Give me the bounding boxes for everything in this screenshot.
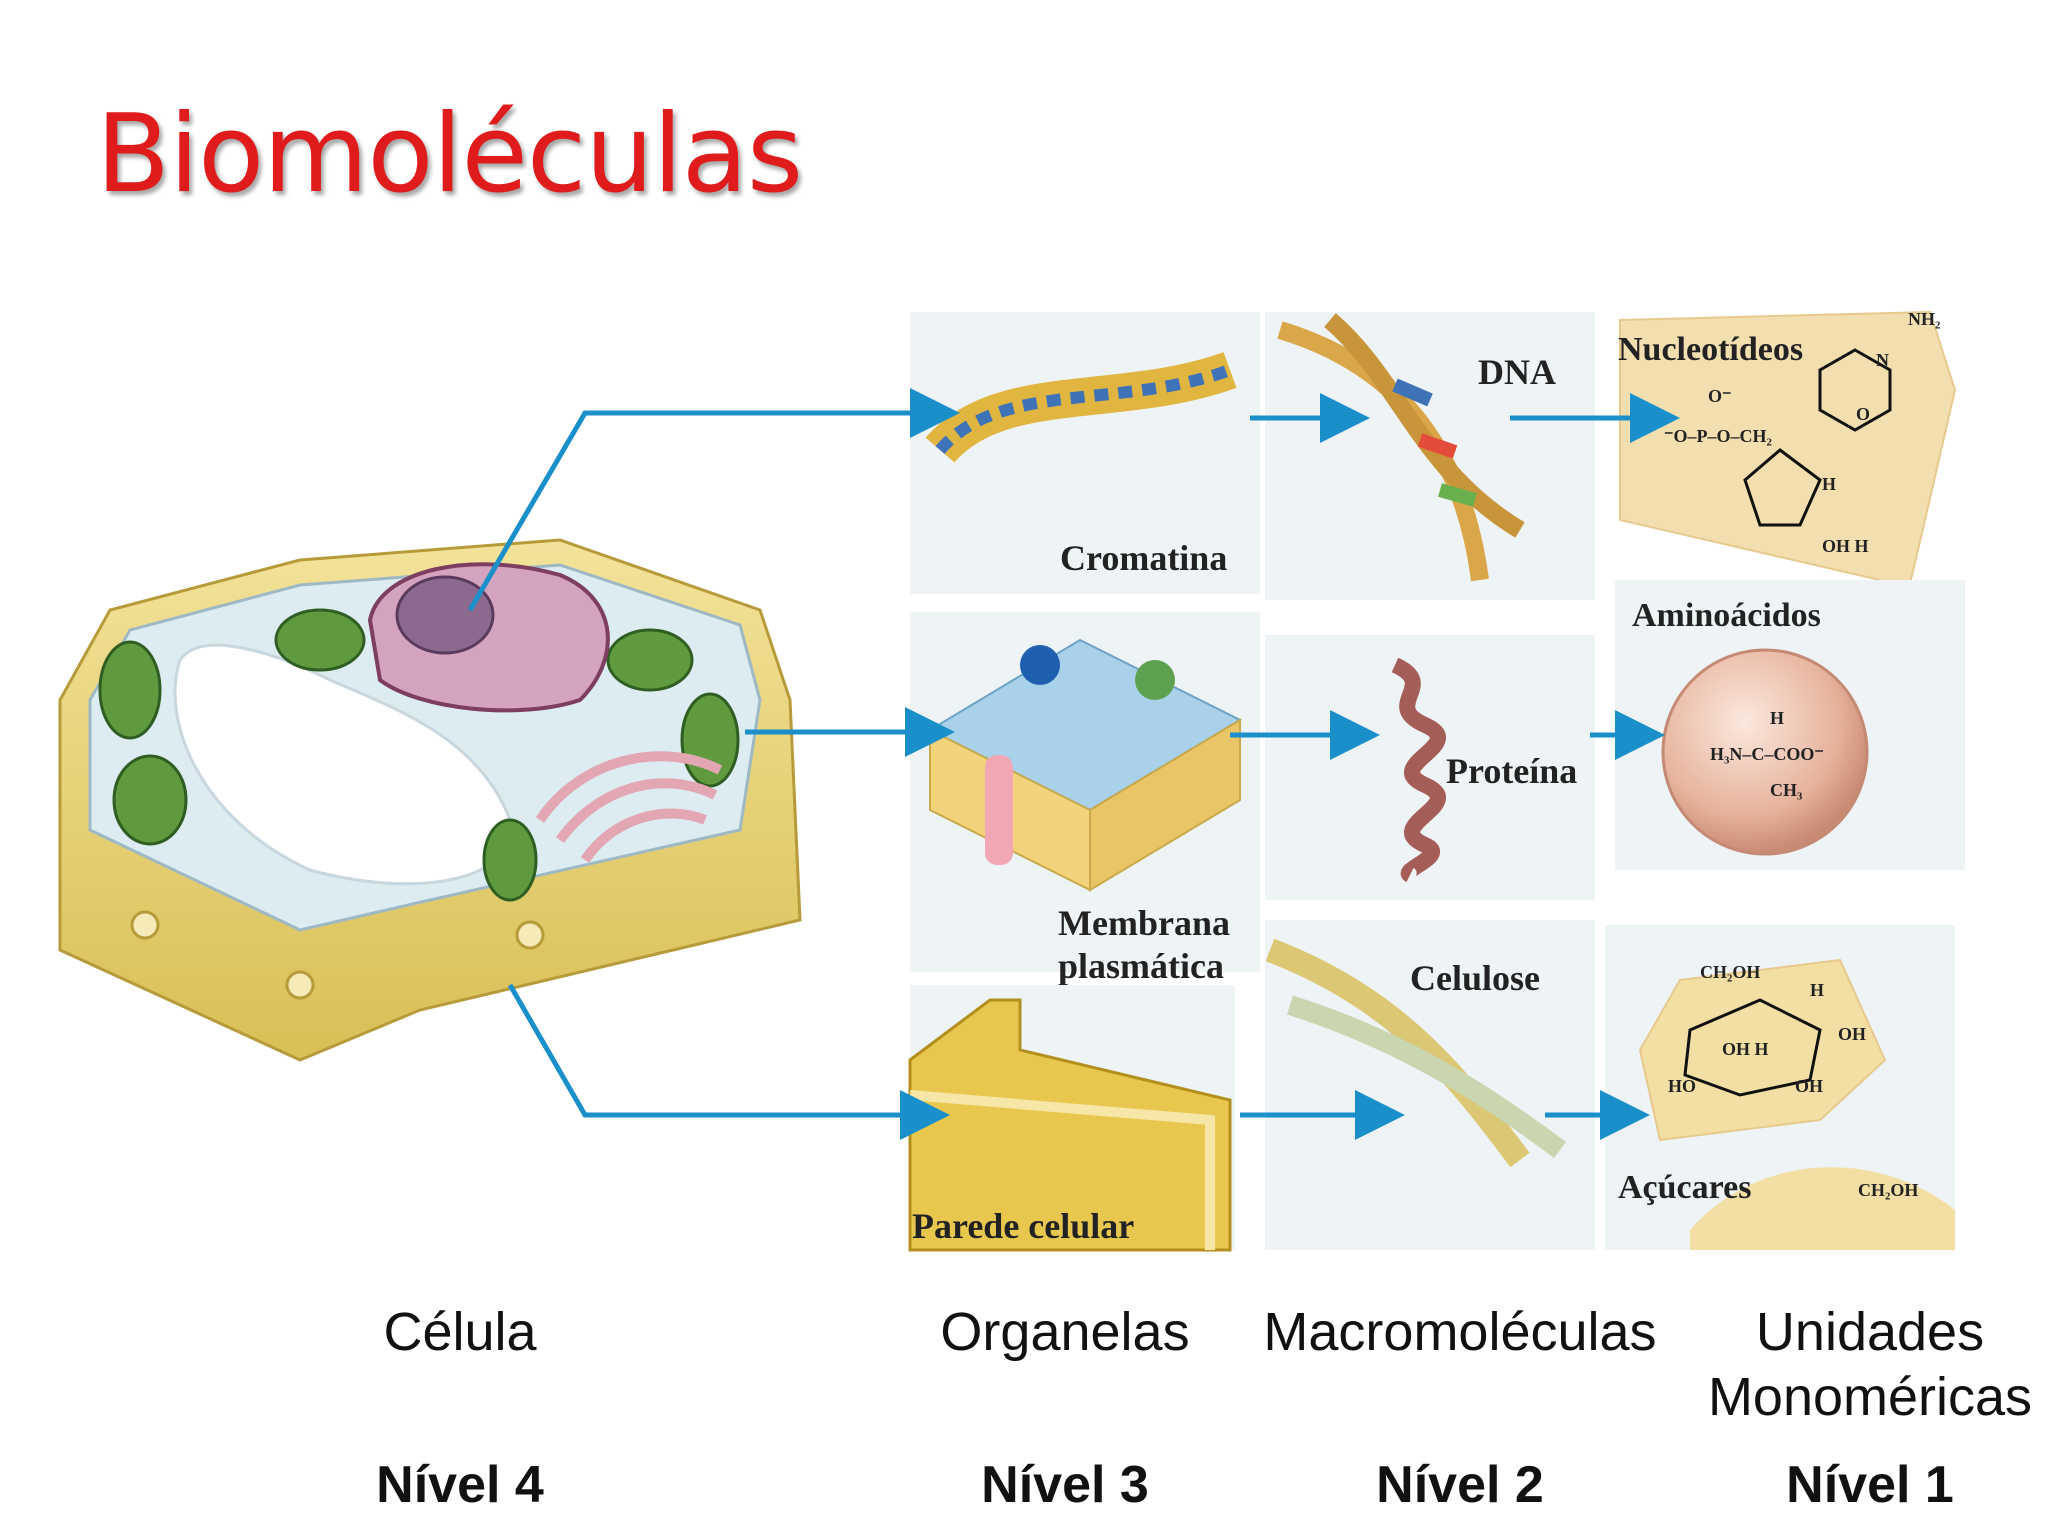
caption-organelas: Organelas [905, 1300, 1225, 1364]
chem-n-top: N [1876, 350, 1889, 370]
chem-oh-h-sugar: OH H [1722, 1039, 1769, 1059]
caption-unidades: Unidades [1700, 1300, 2040, 1364]
chem-h-sugar-1: H [1810, 980, 1824, 1000]
label-nucleotideos: Nucleotídeos [1618, 331, 1803, 368]
caption-macromoleculas: Macromoléculas [1240, 1300, 1680, 1364]
chem-o-ring: O [1856, 404, 1870, 424]
chem-amino-h: H [1770, 708, 1784, 728]
chem-ch2oh-1: CH₂OH [1700, 962, 1760, 982]
chem-oh-sugar: OH [1838, 1024, 1866, 1044]
chem-amino-core: H₃N–C–COO⁻ [1710, 744, 1824, 764]
nucleus [370, 564, 608, 710]
level-2: Nível 2 [1300, 1455, 1620, 1515]
arrow-cell-to-wall [510, 985, 940, 1115]
label-membrana-line1: Membrana [1058, 903, 1230, 943]
caption-monomericas: Monoméricas [1700, 1365, 2040, 1429]
label-membrana-line2: plasmática [1058, 946, 1224, 986]
label-acucares: Açúcares [1618, 1169, 1751, 1206]
caption-celula: Célula [300, 1300, 620, 1364]
chem-oh-sugar-2: OH [1795, 1076, 1823, 1096]
level-1: Nível 1 [1720, 1455, 2020, 1515]
label-parede-celular: Parede celular [912, 1206, 1134, 1246]
chem-ch3: CH₃ [1770, 780, 1803, 800]
chem-phosphate: ⁻O–P–O–CH₂ [1664, 426, 1772, 446]
level-4: Nível 4 [300, 1455, 620, 1515]
label-proteina: Proteína [1446, 751, 1577, 791]
label-aminoacidos: Aminoácidos [1632, 597, 1821, 634]
plant-cell-illustration [60, 540, 800, 1060]
level-3: Nível 3 [905, 1455, 1225, 1515]
label-celulose: Celulose [1410, 958, 1540, 998]
chem-o-minus: O⁻ [1708, 386, 1732, 406]
label-cromatina: Cromatina [1060, 538, 1227, 578]
chem-nh2: NH₂ [1908, 309, 1940, 329]
chem-ch2oh-2: CH₂OH [1858, 1180, 1918, 1200]
chem-oh-h: OH H [1822, 536, 1869, 556]
chem-h-sugar: H [1822, 474, 1836, 494]
label-dna: DNA [1478, 352, 1556, 392]
chem-ho-sugar: HO [1668, 1076, 1696, 1096]
